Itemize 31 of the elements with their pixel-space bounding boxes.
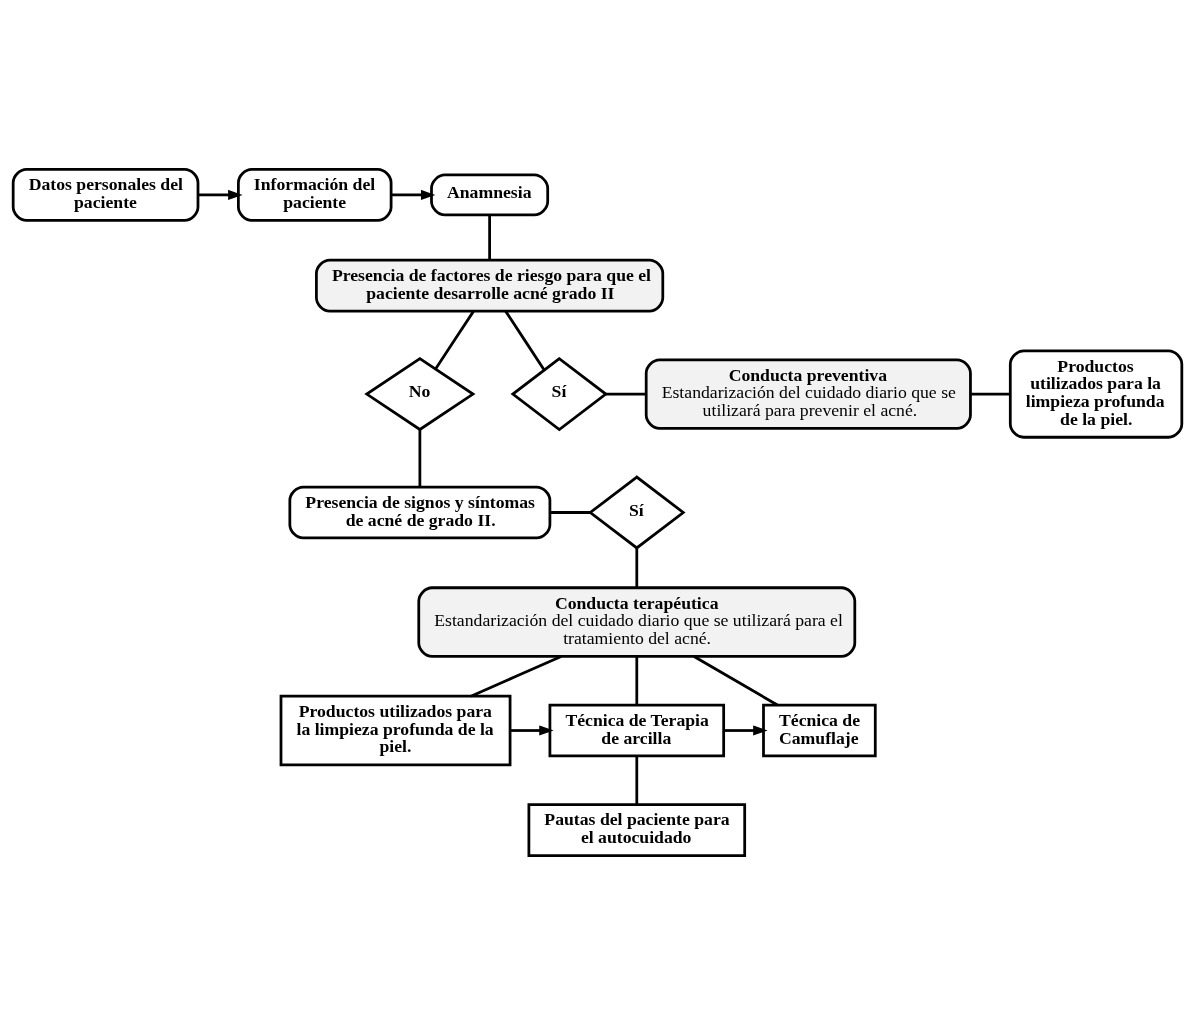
connector (418, 429, 422, 487)
node-box: Productos utilizados para la limpieza profunda de la piel. (279, 694, 512, 766)
connector (488, 214, 491, 260)
connector (635, 656, 639, 705)
arrow (391, 189, 436, 200)
node-box: Presencia de signos y síntomas de acné de grado II. (288, 485, 552, 539)
node-box: Anamnesia (430, 173, 550, 216)
node-diamond: Sí (588, 474, 686, 550)
connector (970, 392, 1011, 395)
node-box: Pautas del paciente para el autocuidado (527, 802, 747, 857)
connector (434, 310, 475, 370)
node-diamond: No (364, 356, 476, 431)
connector (635, 547, 639, 588)
connector (504, 310, 546, 371)
node-diamond: Sí (510, 356, 609, 431)
arrow (723, 724, 768, 736)
node-box: Datos personales del paciente (11, 167, 200, 222)
node-box: Técnica de Terapia de arcilla (548, 703, 726, 757)
arrow (198, 189, 243, 200)
node-box: Conducta preventiva Estandarización del cuidado diario que se utilizará para prevenir el acné. (644, 357, 972, 430)
connector (606, 392, 646, 395)
connector (693, 654, 779, 706)
node-box: Información del paciente (237, 167, 393, 222)
connector (549, 510, 590, 514)
node-box: Presencia de factores de riesgo para que el paciente desarrolle acné grado II (315, 258, 665, 312)
arrow (510, 724, 554, 736)
node-box: Técnica de Camuflaje (762, 703, 877, 757)
node-box: Conducta terapéutica Estandarización del cuidado diario que se utilizará para el tratamiento del acné. (417, 585, 857, 658)
connector (470, 654, 562, 697)
connector (635, 755, 639, 804)
node-box: Productos utilizados para la limpieza profunda de la piel. (1008, 349, 1184, 439)
